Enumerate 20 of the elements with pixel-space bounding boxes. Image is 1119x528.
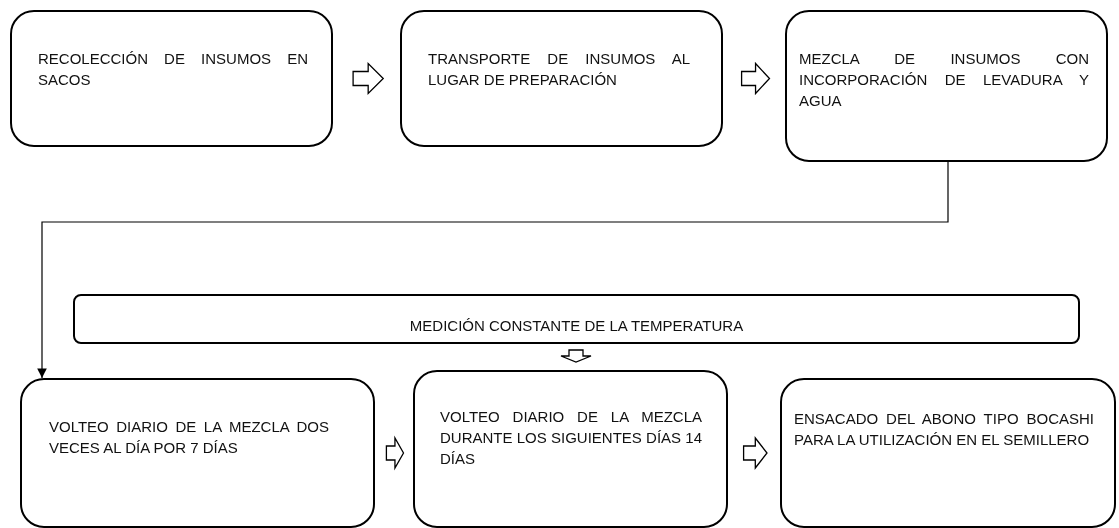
process-box	[10, 10, 333, 147]
step-text: VOLTEO DIARIO DE LA MEZCLA DOS VECES AL DÍA POR 7 DÍAS	[49, 417, 329, 458]
connector-arrow	[37, 161, 949, 379]
step-text: TRANSPORTE DE INSUMOS AL LUGAR DE PREPARACIÓN	[428, 49, 690, 90]
process-box	[780, 378, 1116, 528]
process-box	[785, 10, 1108, 162]
block-arrow	[740, 61, 771, 96]
step-text: VOLTEO DIARIO DE LA MEZCLA DURANTE LOS SIGUIENTES DÍAS 14 DÍAS	[440, 407, 702, 469]
step-text: RECOLECCIÓN DE INSUMOS EN SACOS	[38, 49, 308, 90]
process-box	[20, 378, 375, 528]
step-text: ENSACADO DEL ABONO TIPO BOCASHI PARA LA UTILIZACIÓN EN EL SEMILLERO	[794, 409, 1094, 450]
step-text: MEDICIÓN CONSTANTE DE LA TEMPERATURA	[408, 316, 745, 336]
process-box	[413, 370, 728, 528]
process-band	[73, 294, 1080, 344]
block-arrow	[742, 436, 768, 470]
process-box	[400, 10, 723, 147]
block-arrow	[560, 349, 592, 363]
step-text: MEZCLA DE INSUMOS CON INCORPORACIÓN DE LEVADURA Y AGUA	[799, 49, 1089, 111]
block-arrow	[352, 61, 385, 96]
block-arrow	[385, 435, 405, 471]
